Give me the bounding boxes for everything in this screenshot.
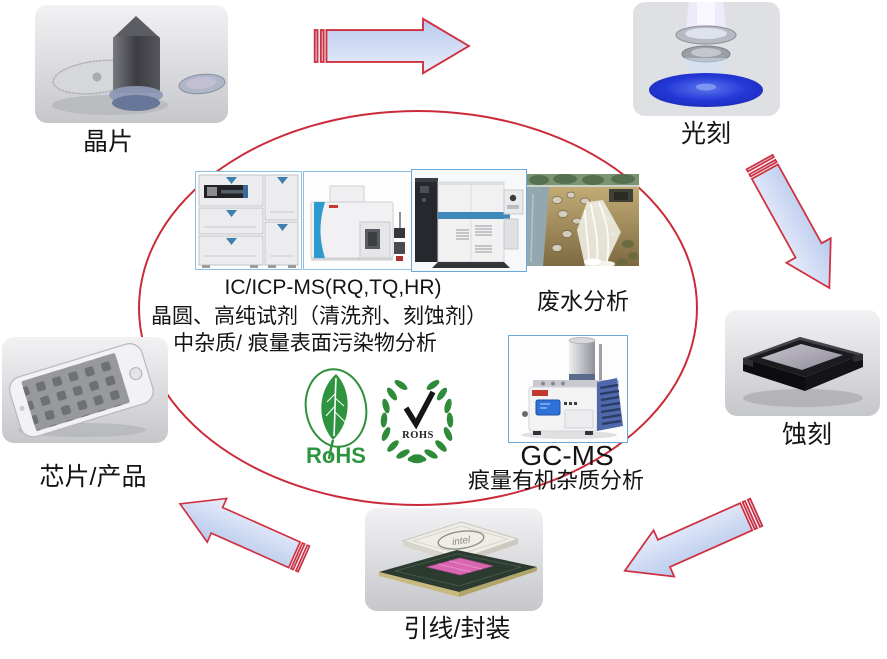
rohs-leaf-text: RoHS bbox=[306, 443, 366, 466]
ic-instrument-image bbox=[195, 171, 302, 270]
ic-icp-line2: 晶圆、高纯试剂（清洗剂、刻蚀剂） bbox=[151, 305, 487, 328]
stage-label-product: 芯片/产品 bbox=[39, 463, 147, 491]
ic-instrument-illustration bbox=[196, 172, 301, 269]
gcms-subtitle: 痕量有机杂质分析 bbox=[467, 468, 644, 493]
etching-image bbox=[725, 310, 880, 416]
hr-icpms-instrument-illustration bbox=[412, 170, 526, 271]
gcms-instrument-image bbox=[508, 335, 628, 443]
product-image bbox=[2, 337, 168, 443]
rohs-wreath-text: ROHS bbox=[402, 430, 434, 441]
wafer-image bbox=[35, 5, 228, 123]
arrow-packaging-to-product-icon bbox=[166, 478, 316, 584]
arrow-litho-to-etch-icon bbox=[734, 147, 856, 305]
stage-label-etching: 蚀刻 bbox=[781, 421, 832, 449]
hr-icpms-instrument-image bbox=[411, 169, 527, 272]
stage-label-lithography: 光刻 bbox=[680, 120, 731, 148]
lithography-image bbox=[633, 2, 780, 116]
arrow-wafer-to-litho-icon bbox=[313, 16, 473, 76]
wastewater-illustration bbox=[527, 174, 639, 266]
arrow-etch-to-packaging-icon bbox=[594, 479, 786, 605]
icpms-instrument-illustration bbox=[304, 172, 411, 269]
packaging-illustration: intel bbox=[365, 508, 543, 611]
rohs-wreath-logo-icon: ROHS bbox=[376, 374, 458, 466]
lithography-illustration bbox=[633, 2, 780, 116]
ic-icp-line3: 中杂质/ 痕量表面污染物分析 bbox=[173, 332, 437, 355]
gcms-label: GC-MS bbox=[520, 440, 614, 471]
wafer-illustration bbox=[35, 5, 228, 123]
stage-label-packaging: 引线/封装 bbox=[403, 615, 511, 643]
rohs-leaf-logo-icon: RoHS bbox=[300, 364, 372, 468]
stage-label-wafer: 晶片 bbox=[82, 128, 133, 156]
cpu-lid-logo: intel bbox=[451, 535, 471, 549]
packaging-image: intel bbox=[365, 508, 543, 611]
icpms-instrument-image bbox=[303, 171, 412, 270]
etching-illustration bbox=[725, 310, 880, 416]
cycle-ellipse bbox=[138, 110, 698, 506]
gcms-instrument-illustration bbox=[509, 336, 627, 442]
wastewater-label: 废水分析 bbox=[537, 288, 629, 314]
wastewater-image bbox=[527, 174, 639, 266]
ic-icp-title: IC/ICP-MS(RQ,TQ,HR) bbox=[224, 276, 442, 299]
product-illustration bbox=[2, 337, 168, 443]
